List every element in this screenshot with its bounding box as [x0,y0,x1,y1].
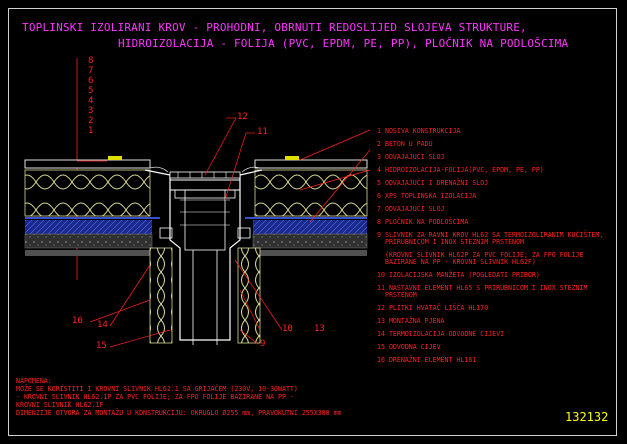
legend-item: 7 ODVAJAJUĆI SLOJ [377,205,445,213]
callout-leaders [77,117,371,348]
load-bearing-left [24,233,153,249]
callout-13: 13 [314,324,325,334]
legend-item: 11 NASTAVNI ELEMENT HL65 S PRIRUBNICOM I… [377,284,588,292]
callout-11: 11 [257,127,268,137]
legend-item: 1 NOSIVA KONSTRUKCIJA [377,127,461,135]
layer-scale-label: 4 [88,96,94,106]
callout-9: 9 [260,339,266,349]
legend-item: 5 ODVAJAJUĆI I DRENAŽNI SLOJ [377,179,489,187]
legend-item: 12 PLITKI HVATAČ LIŠĆA HL170 [377,304,489,312]
drawing-number: 132132 [565,410,609,424]
pipe-insulation-right [237,247,261,344]
legend-item: 3 ODVAJAJUĆI SLOJ [377,153,445,161]
concrete-slope-left [25,220,152,234]
notes-line: DIMENZIJE OTVORA ZA MONTAŽU U KONSTRUKCI… [16,409,342,417]
pipe-insulation-left [149,247,173,344]
xps-insulation-right [254,169,368,217]
title-line-2: HIDROIZOLACIJA - FOLIJA (PVC, EPDM, PE, … [118,37,569,50]
callout-15: 15 [96,341,107,351]
notes: NAPOMENA: MOŽE SE KORISTITI I KROVNI SLI… [16,377,342,417]
callout-16: 16 [72,316,83,326]
callout-12: 12 [237,112,248,122]
layer-scale-label: 5 [88,86,94,96]
layer-scale-label: 6 [88,76,94,86]
notes-line: KROVNI SLIVNIK HL62.1F [16,401,104,409]
pad-left [108,156,122,160]
load-bearing-right [252,233,368,249]
legend-item-continued: BAZIRANE NA PP - KROVNI SLIVNIK HL62F) [385,258,536,266]
drawing-frame [8,8,617,436]
layer-scale-label: 1 [88,126,94,136]
layer-scale-label: 3 [88,106,94,116]
layer-scale-label: 8 [88,56,94,66]
xps-insulation-left [24,169,151,217]
slab-bottom-left [25,250,152,256]
title-line-1: TOPLINSKI IZOLIRANI KROV - PROHODNI, OBR… [22,21,527,34]
slab-bottom-right [253,250,367,256]
legend-item: 14 TERMOIZOLACIJA ODVODNE CIJEVI [377,330,505,338]
paving-slab-left [24,159,151,169]
notes-heading: NAPOMENA: [16,377,52,385]
layer-scale-label: 2 [88,116,94,126]
legend-item: 8 PLOČNIK NA PODLOŠCIMA [377,218,469,226]
legend-item-continued: PRIRUBNICOM I INOX STEZNIM PRSTENOM [385,238,524,246]
notes-line: MOŽE SE KORISTITI I KROVNI SLIVNIK HL62.… [16,385,298,393]
legend-item: 10 IZOLACIJSKA MANŽETA (POGLEDATI PRIBOR… [377,271,540,279]
legend-item: 16 DRENAŽNI ELEMENT HL161 [377,356,477,364]
legend-item: 6 XPS TOPLINSKA IZOLACIJA [377,192,477,200]
legend-item-continued: PRSTENOM [385,291,417,299]
layer-scale-label: 7 [88,66,94,76]
legend-item: 2 BETON U PADU [377,140,433,148]
legend-item: 15 ODVODNA CIJEV [377,343,441,351]
legend-item: 9 SLIVNIK ZA RAVNI KROV HL62 SA TERMOIZO… [377,231,604,239]
paving-slab-right [254,159,368,169]
callout-14: 14 [97,320,108,330]
legend-item-continued: (KROVNI SLIVNIK HL62P ZA PVC FOLIJE; ZA … [385,251,584,259]
legend-item: 13 MONTAŽNA PJENA [377,317,445,325]
notes-line: - KROVNI SLIVNIK HL62.1P ZA PVC FOLIJE; … [16,393,294,401]
concrete-slope-right [253,220,367,234]
pad-right [285,156,299,160]
callout-10: 10 [282,324,293,334]
legend-item: 4 HIDROIZOLACIJA-FOLIJA(PVC, EPDM, PE, P… [377,166,544,174]
